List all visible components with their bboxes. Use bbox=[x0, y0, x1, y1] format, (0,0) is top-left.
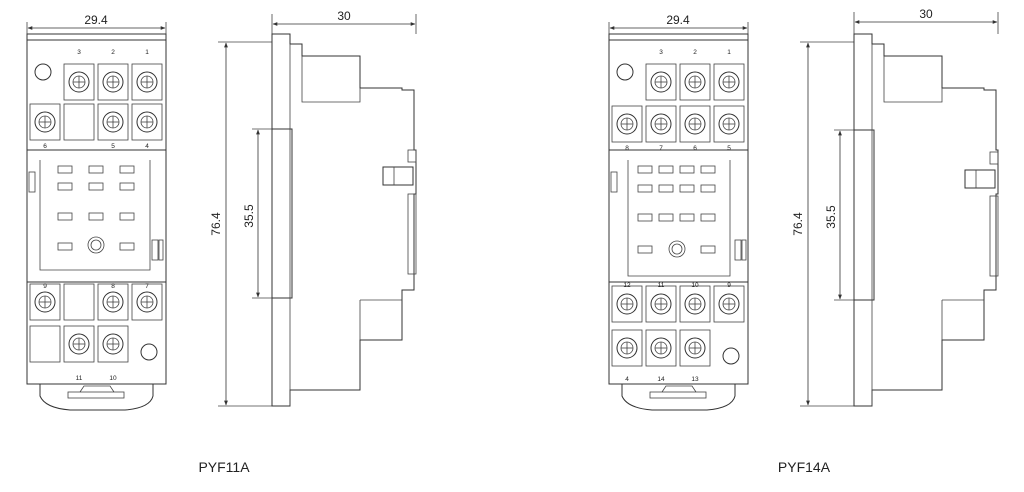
terminal-screw bbox=[679, 329, 711, 367]
terminal-screw bbox=[63, 63, 95, 101]
pyf14a-width-label: 29.4 bbox=[666, 13, 690, 27]
terminal-screw bbox=[713, 285, 745, 323]
pyf11a-inner-label: 35.5 bbox=[242, 204, 256, 228]
terminal-screw bbox=[131, 63, 163, 101]
terminal-screw bbox=[645, 63, 677, 101]
terminal-label: 1 bbox=[145, 49, 149, 56]
pyf14a-caption: PYF14A bbox=[778, 459, 831, 475]
terminal-screw bbox=[97, 103, 129, 141]
terminal-screw bbox=[611, 105, 643, 143]
terminal-screw bbox=[645, 329, 677, 367]
pyf11a-pin-slots bbox=[57, 165, 135, 254]
pyf14a-terminals-bottom bbox=[611, 285, 745, 367]
pyf14a-inner-label: 35.5 bbox=[824, 205, 838, 229]
terminal-label: 10 bbox=[109, 375, 117, 382]
pyf14a-pin-slots bbox=[637, 165, 716, 258]
terminal-screw bbox=[131, 283, 163, 321]
pyf14a-height-label: 76.4 bbox=[791, 212, 805, 236]
terminal-label: 7 bbox=[145, 283, 149, 290]
pyf11a-side-view: 30 76.4 35.5 bbox=[209, 9, 417, 407]
terminal-screw bbox=[679, 63, 711, 101]
terminal-label: 9 bbox=[727, 282, 731, 289]
terminal-label: 9 bbox=[43, 283, 47, 290]
terminal-label: 10 bbox=[691, 282, 699, 289]
terminal-screw bbox=[645, 105, 677, 143]
terminal-screw bbox=[131, 103, 163, 141]
terminal-screw bbox=[713, 105, 745, 143]
pyf11a-terminals-top bbox=[29, 63, 163, 141]
pyf11a-width-label: 29.4 bbox=[84, 13, 108, 27]
terminal-screw bbox=[645, 285, 677, 323]
pyf14a-depth-label: 30 bbox=[919, 7, 933, 21]
terminal-screw bbox=[97, 283, 129, 321]
terminal-label: 12 bbox=[623, 282, 631, 289]
terminal-label: 11 bbox=[76, 375, 83, 382]
terminal-label: 6 bbox=[693, 145, 697, 152]
terminal-label: 8 bbox=[625, 145, 629, 152]
terminal-label: 5 bbox=[111, 143, 115, 150]
terminal-label: 6 bbox=[43, 143, 47, 150]
pyf14a-side-view: 30 76.4 35.5 bbox=[791, 7, 999, 407]
terminal-screw bbox=[611, 329, 643, 367]
terminal-screw bbox=[63, 325, 95, 363]
terminal-label: 2 bbox=[693, 49, 697, 56]
terminal-label: 4 bbox=[145, 143, 149, 150]
terminal-label: 11 bbox=[658, 282, 665, 289]
terminal-label: 5 bbox=[727, 145, 731, 152]
terminal-screw bbox=[713, 63, 745, 101]
terminal-label: 1 bbox=[727, 49, 731, 56]
pyf11a-terminals-bottom bbox=[29, 283, 163, 363]
pyf11a-depth-label: 30 bbox=[337, 9, 351, 23]
terminal-label: 14 bbox=[657, 376, 665, 383]
terminal-screw bbox=[29, 103, 61, 141]
terminal-label: 8 bbox=[111, 283, 115, 290]
terminal-label: 3 bbox=[659, 49, 663, 56]
terminal-screw bbox=[97, 325, 129, 363]
terminal-screw bbox=[679, 285, 711, 323]
pyf11a-height-label: 76.4 bbox=[209, 212, 223, 236]
terminal-label: 4 bbox=[625, 376, 629, 383]
pyf11a-front-view: 29.4 bbox=[26, 13, 167, 411]
terminal-screw bbox=[611, 285, 643, 323]
pyf14a-terminals-top bbox=[611, 63, 745, 143]
terminal-label: 2 bbox=[111, 49, 115, 56]
terminal-screw bbox=[679, 105, 711, 143]
terminal-label: 3 bbox=[77, 49, 81, 56]
terminal-label: 13 bbox=[691, 376, 699, 383]
pyf14a-front-view: 29.4 bbox=[608, 13, 749, 411]
terminal-screw bbox=[29, 283, 61, 321]
terminal-label: 7 bbox=[659, 145, 663, 152]
pyf11a-caption: PYF11A bbox=[198, 459, 250, 475]
terminal-screw bbox=[97, 63, 129, 101]
